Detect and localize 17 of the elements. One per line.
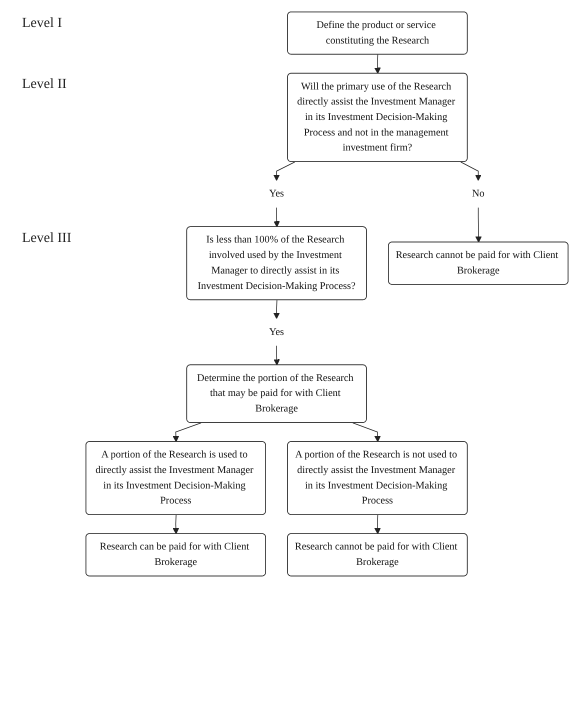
arrow	[352, 422, 381, 442]
arrow	[374, 54, 381, 74]
arrow	[460, 162, 482, 181]
arrow	[274, 345, 280, 366]
level-label: Level I	[22, 16, 62, 32]
node-text: Yes	[269, 188, 284, 200]
arrow	[475, 207, 482, 243]
arrow	[273, 162, 296, 181]
node-text: Yes	[269, 326, 284, 338]
node-text: No	[472, 188, 485, 200]
level-label: Level III	[22, 230, 72, 247]
arrow	[172, 422, 202, 442]
arrow	[273, 300, 280, 320]
arrow	[172, 514, 180, 534]
arrow	[274, 207, 280, 228]
level-label: Level II	[22, 77, 67, 94]
arrow	[374, 514, 381, 534]
